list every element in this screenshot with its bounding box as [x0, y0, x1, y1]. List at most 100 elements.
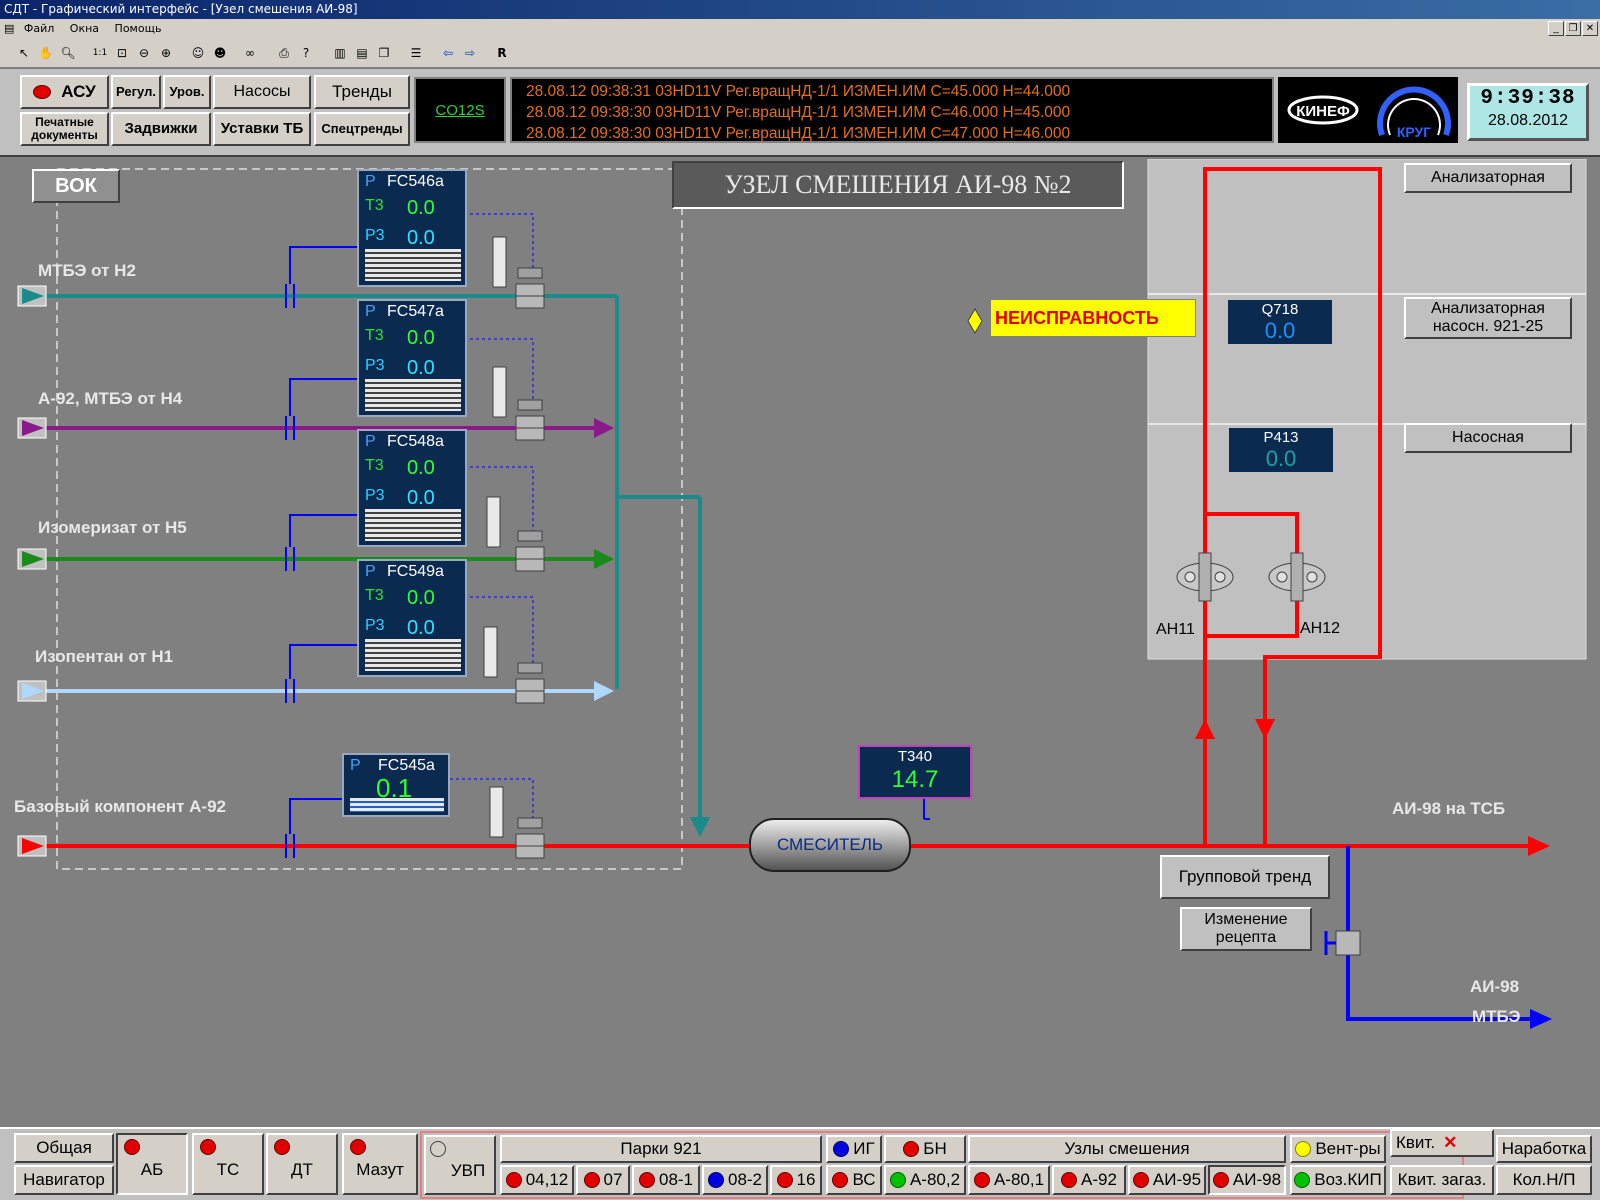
room-analizatornaya-nasosn[interactable]: Анализаторная насосн. 921-25 [1404, 297, 1572, 339]
menu-windows[interactable]: Окна [69, 22, 100, 35]
kvit-button[interactable]: Квит. ✕ [1390, 1129, 1494, 1157]
vozkip-label: Воз.КИП [1314, 1170, 1382, 1189]
tile-horizontal-icon[interactable]: ▤ [356, 46, 368, 60]
room-nasosnaya[interactable]: Насосная [1404, 423, 1572, 453]
trendy-button[interactable]: Тренды [314, 75, 410, 109]
user-icon[interactable]: ☺ [191, 46, 205, 60]
regul-button[interactable]: Регул. [111, 75, 161, 109]
room-analizatornaya[interactable]: Анализаторная [1404, 163, 1572, 193]
vs-button[interactable]: ВС [826, 1165, 882, 1195]
ventry-button[interactable]: Вент-ры [1290, 1135, 1386, 1163]
krug-logo: КРУГ [1368, 77, 1458, 143]
event-log[interactable]: 28.08.12 09:38:31 03HD11V Рег.вращНД-1/1… [510, 77, 1274, 143]
output-label-mtbe: МТБЭ [1472, 1007, 1521, 1026]
zoom-out-icon[interactable]: ⊖ [138, 46, 150, 60]
source-label: А-92, МТБЭ от Н4 [38, 389, 183, 408]
uvp-button[interactable]: УВП [424, 1135, 496, 1195]
parki-header[interactable]: Парки 921 [500, 1135, 822, 1163]
navigator-button[interactable]: Навигатор [14, 1165, 114, 1195]
obshaya-button[interactable]: Общая [14, 1133, 114, 1163]
tile-vertical-icon[interactable]: ▥ [334, 46, 346, 60]
uzly-header[interactable]: Узлы смешения [968, 1135, 1286, 1163]
pointer-icon[interactable]: ↖ [18, 46, 30, 60]
spectrendy-button[interactable]: Спецтренды [314, 112, 410, 146]
nasosy-button[interactable]: Насосы [213, 75, 311, 109]
dt-button[interactable]: ДТ [266, 1133, 338, 1195]
recipe-change-button[interactable]: Изменение рецепта [1180, 907, 1312, 951]
mazut-button[interactable]: Мазут [342, 1133, 418, 1195]
back-arrow-icon[interactable]: ⇦ [442, 46, 454, 60]
zoom-1-1-icon[interactable]: 1:1 [92, 48, 108, 58]
menu-file[interactable]: Файл [23, 22, 55, 35]
park-0412-button[interactable]: 04,12 [500, 1165, 574, 1195]
menu-help[interactable]: Помощь [114, 22, 162, 35]
ts-button[interactable]: ТС [192, 1133, 264, 1195]
uzel-ai98-button[interactable]: АИ-98 [1208, 1165, 1286, 1195]
fc-p-label: Р3 [365, 357, 385, 374]
cascade-icon[interactable]: ❐ [378, 46, 390, 60]
pechatnye-button[interactable]: Печатные документы [20, 112, 109, 146]
urov-button[interactable]: Уров. [163, 75, 211, 109]
fault-indicator[interactable]: НЕИСПРАВНОСТЬ [990, 299, 1196, 337]
krug-logo-icon: КРУГ [1377, 86, 1451, 140]
kolnp-button[interactable]: Кол.Н/П [1496, 1165, 1592, 1195]
ab-button[interactable]: АБ [116, 1133, 188, 1195]
vozkip-button[interactable]: Воз.КИП [1290, 1165, 1386, 1195]
hand-icon[interactable]: ✋ [38, 46, 54, 60]
kvit-label: Квит. [1396, 1133, 1436, 1152]
restore-button[interactable]: ❐ [1565, 21, 1581, 36]
print-icon[interactable]: ⎙ [279, 46, 289, 60]
temperature-t340[interactable]: T340 14.7 [858, 745, 972, 799]
uzel-label: А-92 [1081, 1170, 1117, 1189]
kinef-logo: КИНЕФ [1278, 77, 1368, 143]
ustavki-button[interactable]: Уставки ТБ [213, 112, 311, 146]
asu-label: АСУ [61, 82, 96, 102]
window-list-icon[interactable]: ☰ [410, 46, 422, 60]
help-icon[interactable]: ? [302, 46, 310, 60]
park-07-button[interactable]: 07 [576, 1165, 630, 1195]
zoom-fit-icon[interactable]: ⊡ [116, 46, 128, 60]
forward-arrow-icon[interactable]: ⇨ [464, 46, 476, 60]
app-menu-icon[interactable]: ▤ [4, 22, 15, 35]
park-082-button[interactable]: 08-2 [702, 1165, 768, 1195]
uzel-a92-button[interactable]: А-92 [1052, 1165, 1126, 1195]
asu-button[interactable]: АСУ [20, 75, 109, 109]
group-trend-button[interactable]: Групповой тренд [1160, 855, 1330, 899]
fc-output-bar [365, 509, 461, 541]
pressure-p413[interactable]: P413 0.0 [1228, 427, 1334, 473]
vozkip-status-icon [1294, 1172, 1311, 1188]
user-search-icon[interactable]: ☻ [213, 46, 227, 60]
uzel-ai95-button[interactable]: АИ-95 [1128, 1165, 1206, 1195]
output-label-tsb: АИ-98 на ТСБ [1392, 799, 1506, 818]
park-081-button[interactable]: 08-1 [632, 1165, 700, 1195]
park-16-button[interactable]: 16 [770, 1165, 822, 1195]
narabotka-button[interactable]: Наработка [1496, 1135, 1592, 1163]
kvit-zagaz-button[interactable]: Квит. загаз. [1390, 1165, 1494, 1195]
uzel-a801-button[interactable]: А-80,1 [968, 1165, 1050, 1195]
analyzer-q718[interactable]: Q718 0.0 [1227, 299, 1333, 345]
minimize-button[interactable]: _ [1548, 21, 1564, 36]
fc-p-value: 0.0 [407, 617, 435, 639]
r-button[interactable]: R [497, 46, 507, 60]
binoculars-icon[interactable]: ∞ [245, 46, 255, 60]
magnifier-icon[interactable]: 🔍︎ [60, 46, 76, 60]
ig-button[interactable]: ИГ [826, 1135, 882, 1163]
park-label: 07 [603, 1170, 623, 1189]
station-code[interactable]: CO12S [414, 77, 506, 143]
a802-button[interactable]: А-80,2 [884, 1165, 966, 1195]
fc-t-value: 0.0 [407, 457, 435, 479]
control-valves [515, 267, 545, 859]
fc-output-bar [365, 249, 461, 281]
zoom-in-icon[interactable]: ⊕ [160, 46, 172, 60]
vok-button[interactable]: ВОК [32, 169, 120, 203]
close-button[interactable]: ✕ [1582, 21, 1598, 36]
bn-button[interactable]: БН [884, 1135, 966, 1163]
fc-mode: P [365, 173, 376, 190]
uzel-label: АИ-98 [1232, 1170, 1282, 1189]
zadvizhki-button[interactable]: Задвижки [111, 112, 211, 146]
